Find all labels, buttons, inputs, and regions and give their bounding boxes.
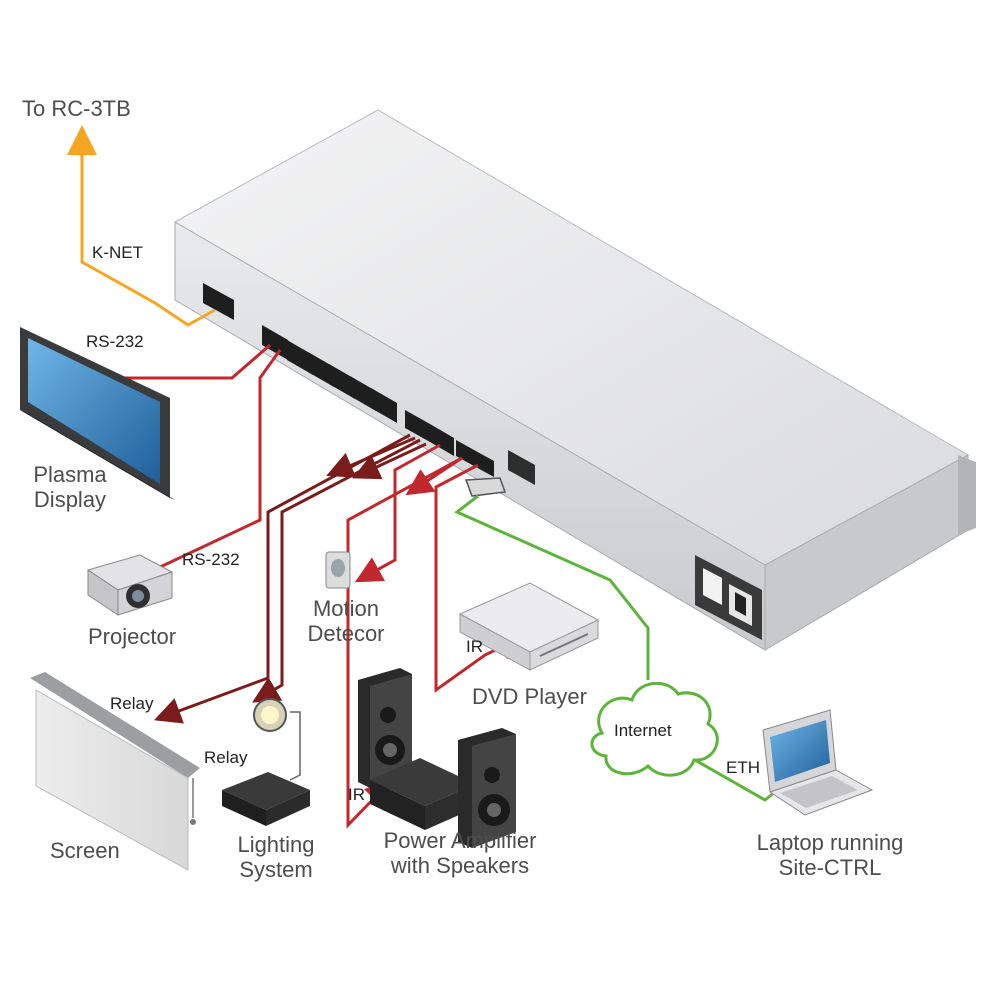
speaker-left	[358, 668, 412, 788]
ir-amp-label: IR	[348, 785, 365, 804]
projector	[86, 554, 174, 616]
power-amplifier-speakers	[358, 668, 516, 848]
motion-detector-label: Motion Detecor	[300, 596, 392, 647]
screen-label: Screen	[50, 838, 120, 863]
power-amplifier-label: Power Amplifier with Speakers	[362, 828, 558, 879]
motion-detector-label-line1: Motion	[312, 596, 380, 621]
ethernet-cable-to-laptop	[687, 754, 776, 802]
rs232-projector-cable	[157, 349, 282, 570]
rs232-projector-label: RS-232	[182, 550, 240, 569]
relay-lighting-cable	[252, 438, 421, 703]
ethernet-cable-to-internet	[454, 494, 650, 680]
relay-lighting-label: Relay	[204, 748, 248, 767]
motion-detector-cable	[354, 443, 441, 583]
relay-screen-cable	[153, 433, 411, 724]
plasma-display-label-line1: Plasma	[33, 462, 107, 487]
knet-cable	[67, 125, 216, 327]
rc3tb-label: To RC-3TB	[22, 96, 131, 121]
ir-emitter	[464, 477, 507, 497]
lamp-wire	[289, 711, 301, 781]
plasma-display-label-line2: Display	[33, 487, 107, 513]
relay-io-ir-terminals	[405, 410, 494, 477]
knet-label: K-NET	[92, 243, 143, 262]
plasma-display	[20, 327, 175, 500]
rs232-terminals	[262, 325, 397, 423]
ir-amplifier-cable-arrow	[405, 456, 463, 496]
projection-screen	[30, 672, 200, 871]
dvd-player-label: DVD Player	[472, 684, 587, 709]
ir-amplifier-cable	[346, 456, 463, 829]
rs232-display-cable	[122, 343, 271, 380]
eth-label: ETH	[726, 758, 760, 777]
ir-dvd-label: IR	[466, 637, 483, 656]
lighting-system-label-line1: Lighting	[237, 832, 315, 857]
ethernet-port	[508, 450, 535, 485]
rs232-display-label: RS-232	[86, 332, 144, 351]
laptop-label: Laptop running Site-CTRL	[740, 830, 920, 881]
speaker-right	[458, 728, 516, 848]
projector-label: Projector	[88, 624, 177, 649]
laptop-label-line1: Laptop running	[756, 830, 904, 855]
power-inlet	[695, 555, 762, 640]
power-amplifier-label-line2: with Speakers	[390, 853, 530, 879]
laptop	[762, 709, 874, 816]
laptop-label-line2: Site-CTRL	[778, 855, 882, 881]
lighting-system-label: Lighting System	[226, 832, 326, 883]
dvd-player	[458, 582, 600, 671]
internet-cloud	[590, 681, 719, 777]
relay-screen-label: Relay	[110, 694, 154, 713]
control-gateway-device	[174, 109, 976, 651]
motion-detector	[325, 551, 351, 589]
plasma-display-label: Plasma Display	[24, 462, 116, 513]
knet-terminal	[203, 283, 234, 320]
internet-label: Internet	[614, 721, 672, 740]
power-amplifier-label-line1: Power Amplifier	[383, 828, 537, 853]
lighting-system-label-line2: System	[239, 857, 313, 883]
lighting-system	[222, 698, 310, 826]
motion-detector-label-line2: Detecor	[307, 621, 385, 647]
relay-lighting-cable-arrow	[352, 442, 427, 480]
